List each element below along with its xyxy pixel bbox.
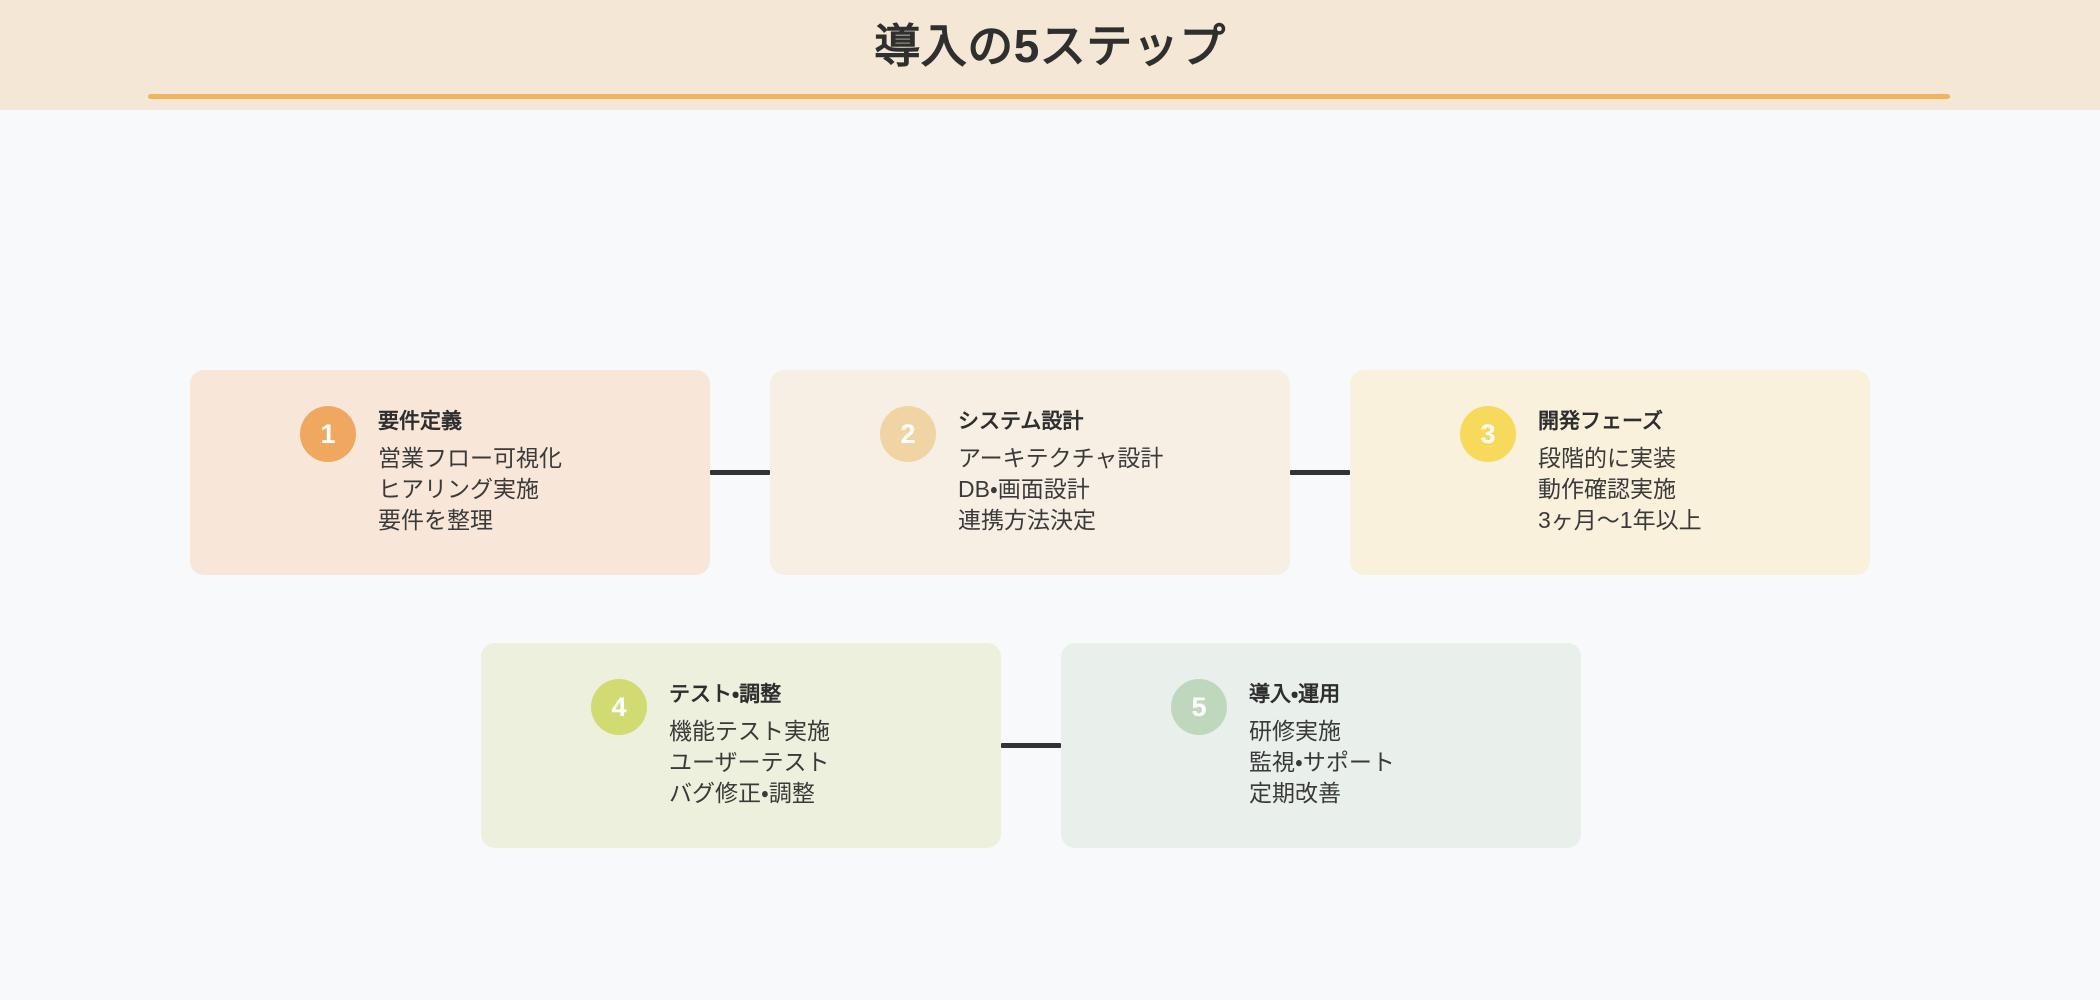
steps-diagram: 1 要件定義 営業フロー可視化 ヒアリング実施 要件を整理 2 システム設計 ア… (0, 110, 2100, 1000)
step-title-1: 要件定義 (378, 410, 462, 433)
step-card-5-text: 導入・運用 研修実施 監視・サポート 定期改善 (1249, 679, 1395, 808)
step-card-4[interactable]: 4 テスト・調整 機能テスト実施 ユーザーテスト バグ修正・調整 (481, 643, 1001, 848)
step-detail-5-2: 監視・サポート (1249, 748, 1395, 775)
step-card-3-text: 開発フェーズ 段階的に実装 動作確認実施 3ヶ月〜1年以上 (1538, 406, 1702, 535)
step-title-5: 導入・運用 (1249, 683, 1341, 706)
step-detail-1-1: 営業フロー可視化 (378, 445, 562, 472)
step-detail-1-3: 要件を整理 (378, 506, 493, 533)
header-divider (148, 94, 1950, 99)
step-card-2-text: システム設計 アーキテクチャ設計 DB・画面設計 連携方法決定 (958, 406, 1163, 535)
step-number-badge-5: 5 (1171, 679, 1227, 735)
step-detail-2-1: アーキテクチャ設計 (958, 445, 1164, 472)
step-card-2-content: 2 システム設計 アーキテクチャ設計 DB・画面設計 連携方法決定 (880, 406, 1163, 535)
step-detail-1-2: ヒアリング実施 (378, 475, 539, 502)
page-title: 導入の5ステップ (874, 20, 1226, 72)
step-card-3[interactable]: 3 開発フェーズ 段階的に実装 動作確認実施 3ヶ月〜1年以上 (1350, 370, 1870, 575)
step-detail-2-3: 連携方法決定 (958, 506, 1096, 533)
step-card-3-content: 3 開発フェーズ 段階的に実装 動作確認実施 3ヶ月〜1年以上 (1460, 406, 1702, 535)
step-card-1[interactable]: 1 要件定義 営業フロー可視化 ヒアリング実施 要件を整理 (190, 370, 710, 575)
step-detail-3-2: 動作確認実施 (1538, 475, 1676, 502)
step-detail-5-3: 定期改善 (1249, 779, 1341, 806)
step-detail-3-1: 段階的に実装 (1538, 445, 1676, 472)
step-card-5-content: 5 導入・運用 研修実施 監視・サポート 定期改善 (1171, 679, 1395, 808)
connector-step4-step5 (1001, 743, 1061, 748)
step-card-4-text: テスト・調整 機能テスト実施 ユーザーテスト バグ修正・調整 (669, 679, 830, 808)
step-number-badge-1: 1 (300, 406, 356, 462)
step-detail-3-3: 3ヶ月〜1年以上 (1538, 506, 1702, 533)
step-number-badge-2: 2 (880, 406, 936, 462)
connector-step1-step2 (710, 470, 770, 475)
step-card-1-text: 要件定義 営業フロー可視化 ヒアリング実施 要件を整理 (378, 406, 562, 535)
step-card-1-content: 1 要件定義 営業フロー可視化 ヒアリング実施 要件を整理 (300, 406, 562, 535)
step-card-5[interactable]: 5 導入・運用 研修実施 監視・サポート 定期改善 (1061, 643, 1581, 848)
step-card-4-content: 4 テスト・調整 機能テスト実施 ユーザーテスト バグ修正・調整 (591, 679, 830, 808)
step-number-badge-3: 3 (1460, 406, 1516, 462)
step-detail-2-2: DB・画面設計 (958, 475, 1090, 502)
step-title-2: システム設計 (958, 410, 1084, 433)
step-card-2[interactable]: 2 システム設計 アーキテクチャ設計 DB・画面設計 連携方法決定 (770, 370, 1290, 575)
connector-step2-step3 (1290, 470, 1350, 475)
step-detail-4-1: 機能テスト実施 (669, 718, 830, 745)
step-title-3: 開発フェーズ (1538, 410, 1663, 433)
step-detail-4-3: バグ修正・調整 (669, 779, 815, 806)
step-title-4: テスト・調整 (669, 683, 782, 706)
step-number-badge-4: 4 (591, 679, 647, 735)
page-header: 導入の5ステップ (0, 0, 2100, 110)
step-detail-5-1: 研修実施 (1249, 718, 1341, 745)
step-detail-4-2: ユーザーテスト (669, 748, 830, 775)
